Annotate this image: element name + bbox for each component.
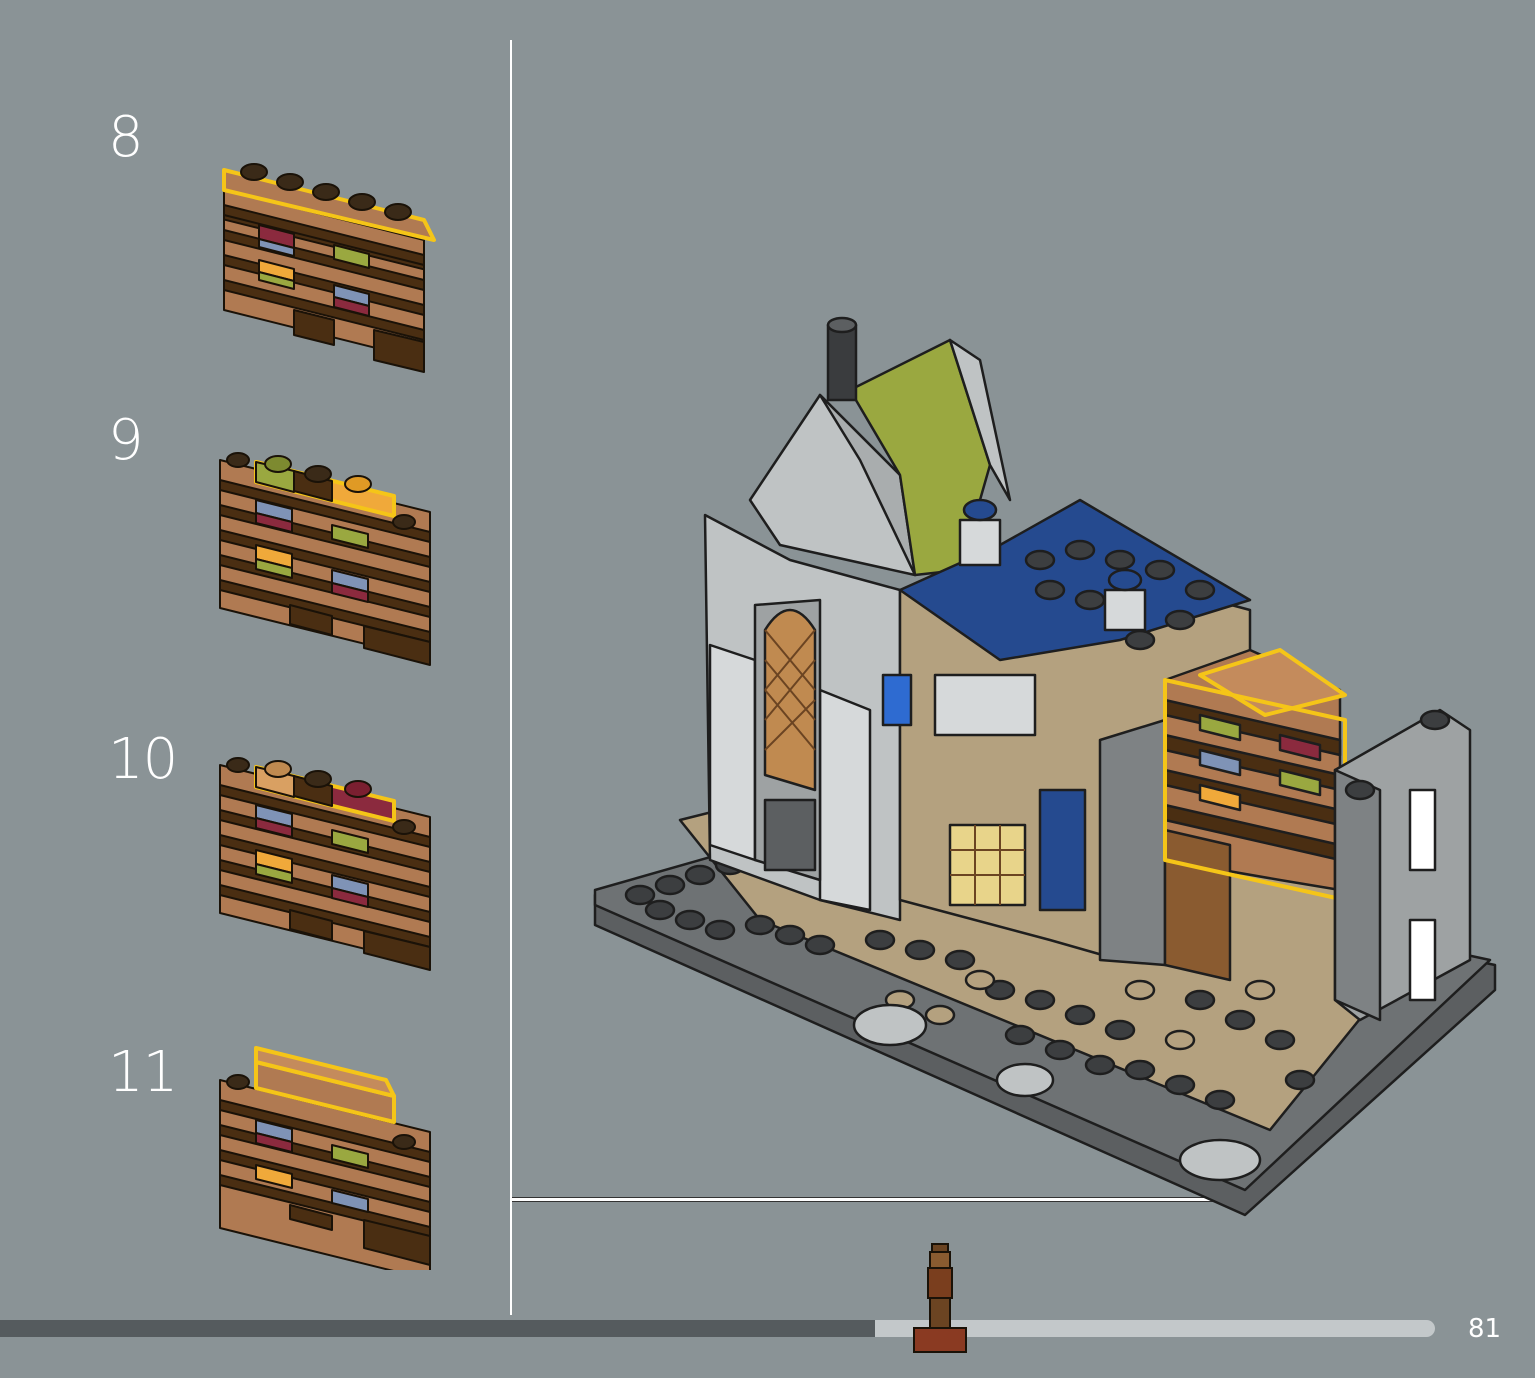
step-11-bookcase-icon — [219, 1046, 431, 1270]
column-divider — [510, 40, 512, 1315]
connector-line-horizontal — [512, 1197, 1257, 1202]
step-number-8: 8 — [108, 105, 144, 170]
step-number-11: 11 — [108, 1040, 178, 1105]
model-building-icon — [593, 316, 1497, 1217]
page-number: 81 — [1468, 1314, 1502, 1344]
step-number-9: 9 — [108, 408, 144, 473]
step-8-bookcase-icon — [222, 163, 436, 373]
page-progress-bar — [0, 1320, 1435, 1337]
step-9-bookcase-icon — [219, 452, 431, 666]
step-number-10: 10 — [108, 727, 178, 792]
minifigure-icon — [913, 1243, 967, 1353]
page-progress-fill — [0, 1320, 876, 1337]
step-10-bookcase-icon — [219, 757, 431, 971]
